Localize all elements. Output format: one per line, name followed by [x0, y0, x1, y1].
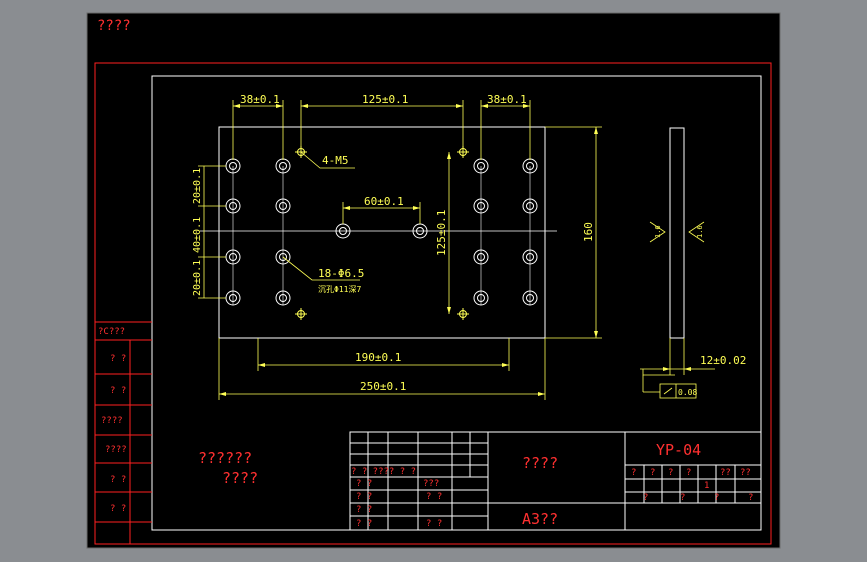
surface-roughness-icon	[649, 221, 666, 243]
dim-flatness: 0.08	[678, 388, 697, 397]
dim-20-lower: 20±0.1	[192, 260, 203, 296]
title-block-grid-cell: ?	[668, 468, 673, 478]
title-block-cell: ? ?	[426, 519, 442, 529]
dim-125-top: 125±0.1	[362, 93, 408, 106]
title-block-grid-cell: ?	[680, 493, 685, 503]
title-block-cell: ? ?	[356, 519, 372, 529]
surface-mark-right: 1.6	[696, 225, 704, 238]
left-column-cell: ????	[105, 445, 127, 455]
left-column-cell: ? ?	[110, 386, 126, 396]
title-block-grid-cell: ?	[643, 493, 648, 503]
header-title: ????	[97, 18, 131, 34]
counterbore-hole	[275, 198, 291, 214]
dim-12: 12±0.02	[700, 354, 746, 367]
model-space-frame	[86, 12, 781, 549]
dim-125-vertical: 125±0.1	[435, 210, 448, 256]
dim-250: 250±0.1	[360, 380, 406, 393]
drawing-number: YP-04	[656, 441, 701, 459]
counterbore-hole	[275, 290, 291, 306]
tapped-hole	[457, 308, 469, 320]
counterbore-hole	[473, 290, 489, 306]
dim-38-right: 38±0.1	[487, 93, 527, 106]
left-column-cell: ?C???	[98, 327, 125, 337]
tech-notes-line2: ????	[222, 469, 258, 487]
counterbore-hole	[522, 198, 538, 214]
title-block-cell: ? ?	[426, 492, 442, 502]
title-block	[349, 431, 762, 531]
outer-border	[94, 62, 772, 545]
sheet-size-label: A3??	[522, 510, 558, 528]
dim-holes-note: 沉孔Φ11深7	[318, 285, 361, 294]
flatness-icon	[663, 387, 673, 395]
plate-outline	[218, 126, 546, 339]
title-block-header-row: ? ? ???? ? ?	[351, 467, 416, 477]
material-label: ????	[522, 454, 558, 472]
left-column-cell: ? ?	[110, 475, 126, 485]
title-block-grid-cell: ?	[686, 468, 691, 478]
surface-mark-left: 1.6	[654, 225, 662, 238]
flatness-frame	[659, 383, 697, 399]
title-block-cell: ? ?	[356, 492, 372, 502]
title-block-cell: ? ?	[356, 505, 372, 515]
dim-60: 60±0.1	[364, 195, 404, 208]
left-column-cell: ? ?	[110, 354, 126, 364]
dimension-arrowheads	[219, 104, 598, 396]
title-block-grid-cell: ?	[714, 493, 719, 503]
tapped-hole	[295, 308, 307, 320]
title-block-grid-cell: ??	[740, 468, 751, 478]
dim-20-upper: 20±0.1	[192, 168, 203, 204]
left-revision-column	[95, 321, 152, 544]
dim-m5: 4-M5	[322, 154, 349, 167]
counterbore-hole	[473, 249, 489, 265]
counterbore-hole	[275, 249, 291, 265]
left-column-cell: ? ?	[110, 504, 126, 514]
dim-160: 160	[582, 222, 595, 242]
plate-side-view: 1.6 1.6 0.08	[640, 127, 715, 399]
dim-38-left: 38±0.1	[240, 93, 280, 106]
dim-40: 40±0.1	[192, 217, 203, 253]
dimension-lines	[198, 100, 602, 400]
tapped-holes	[295, 146, 469, 320]
left-column-cell: ????	[101, 416, 123, 426]
title-block-cell: ???	[423, 479, 439, 489]
title-block-grid-cell: 1	[704, 481, 709, 491]
counterbore-hole	[522, 249, 538, 265]
tapped-hole	[457, 146, 469, 158]
side-view-outline	[669, 127, 685, 339]
dim-holes: 18-Φ6.5	[318, 267, 364, 280]
tech-notes-line1: ??????	[198, 449, 252, 467]
title-block-grid-cell: ?	[650, 468, 655, 478]
counterbore-hole	[473, 198, 489, 214]
title-block-grid-cell: ?	[631, 468, 636, 478]
plate-front-view	[200, 126, 557, 339]
counterbore-hole	[522, 290, 538, 306]
title-block-cell: ? ?	[356, 479, 372, 489]
dim-190: 190±0.1	[355, 351, 401, 364]
title-block-grid-cell: ?	[748, 493, 753, 503]
title-block-grid-cell: ??	[720, 468, 731, 478]
surface-roughness-icon	[688, 221, 705, 243]
